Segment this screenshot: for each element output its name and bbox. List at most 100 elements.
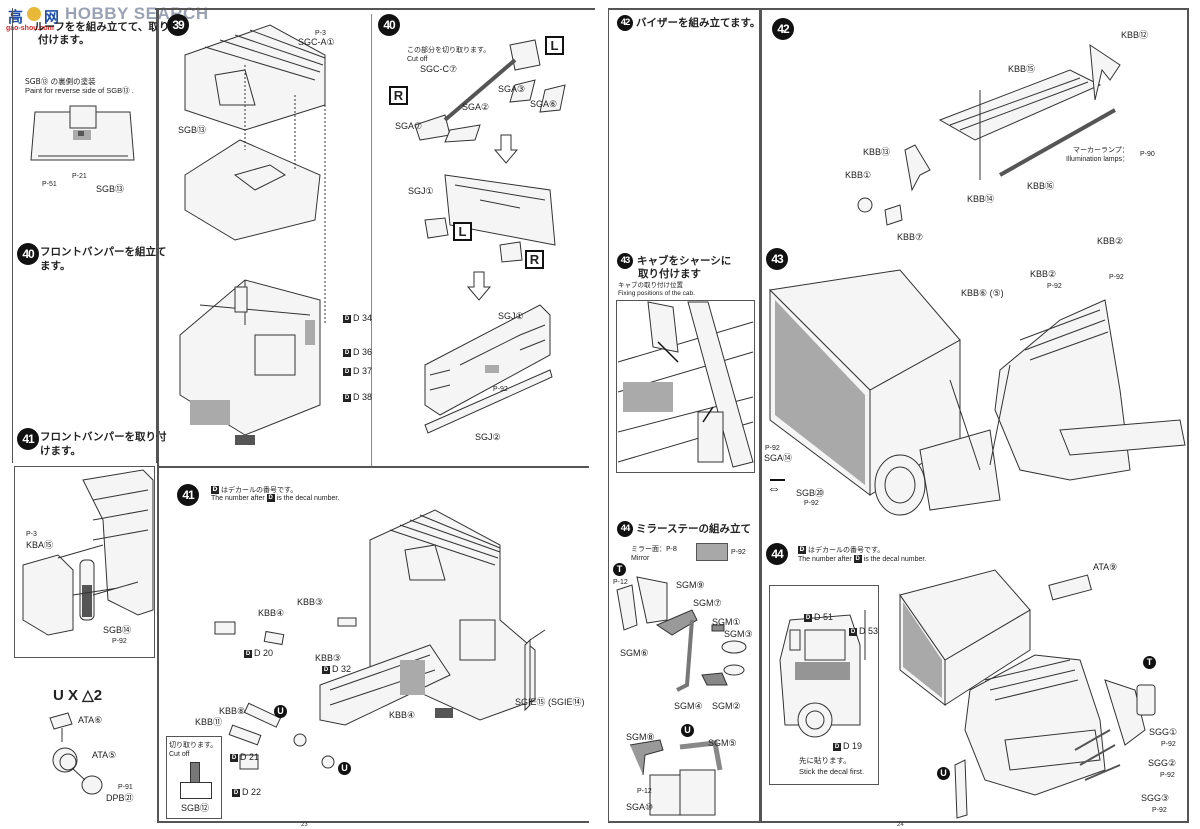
- cut-note-en: Cut off: [407, 56, 428, 63]
- right-edge-24: [1187, 8, 1189, 823]
- step-41-diagram-badge: 41: [177, 484, 199, 506]
- cutoff-box-en: Cut off: [169, 751, 190, 758]
- bottom-rule-24: [608, 821, 1188, 823]
- step-41-badge: 41: [17, 428, 39, 450]
- step-39-badge: 39: [167, 14, 189, 36]
- kbb15-label: KBB⑮: [1008, 64, 1036, 74]
- step-43-badge: 43: [617, 253, 633, 269]
- paint-callout-92: P-92: [112, 638, 127, 645]
- ata9-label: ATA⑨: [1093, 562, 1118, 572]
- step38-text-line2: 付けます。: [38, 34, 90, 46]
- kbb3-label-a: KBB③: [297, 597, 324, 607]
- step44-text: ミラーステーの組み立て: [636, 523, 751, 535]
- sgg3-paint: P-92: [1152, 807, 1167, 814]
- step43-sub-en: Fixing positions of the cab.: [618, 290, 695, 297]
- step-44-diagram-badge: 44: [766, 543, 788, 565]
- mirror-note-en: Mirror: [631, 555, 650, 562]
- marker-lamp-paint: P-90: [1140, 151, 1155, 158]
- marker-lamp-en: Illumination lamps：: [1066, 156, 1130, 163]
- step40-bumper-illustration: [424, 304, 553, 434]
- marker-lamp-jp: マーカーランプ：: [1073, 146, 1129, 154]
- step40-bumper-frame-illustration: [424, 174, 556, 263]
- mirror-stay-t-illustration: [616, 576, 747, 692]
- mid-rule: [157, 466, 589, 468]
- step43-text-line1: キャブをシャーシに: [637, 255, 732, 267]
- bumper-detail-illustration: [22, 469, 154, 636]
- step-42-badge: 42: [617, 15, 633, 31]
- sgb13-label: SGB⑬: [96, 184, 125, 194]
- u-mark-4: U: [937, 767, 950, 780]
- double-arrow-icon: ⇔: [767, 480, 781, 496]
- paint-callout-21: P-21: [72, 173, 87, 180]
- page-number-24: 24: [897, 822, 904, 828]
- t-mark-1: T: [613, 563, 626, 576]
- cutoff-tab: [190, 762, 200, 784]
- decal-inset-illustration: [779, 610, 866, 738]
- paint-callout-51: P-51: [42, 181, 57, 188]
- u-mark-2: U: [338, 762, 351, 775]
- watermark-logo-right: 网: [44, 9, 60, 26]
- sgb14-label: SGB⑭: [103, 625, 132, 635]
- step40-bracket-illustration: [414, 39, 566, 143]
- kbb2-paint-a: P-92: [1109, 274, 1124, 281]
- top-rule-24: [608, 8, 1188, 10]
- down-arrow-icon-2: [466, 271, 492, 301]
- antenna-marks: U X △2: [53, 687, 103, 704]
- step-44-badge: 44: [617, 521, 633, 537]
- chassis-detail-illustration: [617, 301, 754, 468]
- kbb2-label-b: KBB②: [1030, 269, 1057, 279]
- sga2-label: SGA②: [462, 102, 490, 112]
- sgm4-label: SGM④: [674, 701, 703, 711]
- sgb12-label: SGB⑫: [181, 803, 210, 813]
- mirror-paint-12-u: P-12: [637, 788, 652, 795]
- mirror-note-jp: ミラー面：P-8: [631, 545, 678, 553]
- kbb2-paint-b: P-92: [1047, 283, 1062, 290]
- mirror-stay-u-illustration: [629, 739, 723, 816]
- sgm5-label: SGM⑤: [708, 738, 737, 748]
- t-mark-2: T: [1143, 656, 1156, 669]
- step41-text-line1: フロントバンパーを取り付: [40, 431, 167, 443]
- kba15-label: KBA⑮: [26, 540, 54, 550]
- sgj1-label-b: SGJ①: [498, 311, 524, 321]
- step39-cab-illustration: [179, 24, 326, 445]
- ata5-label: ATA⑤: [92, 750, 117, 760]
- step40-text-line2: ます。: [40, 260, 71, 272]
- kbb6-label: KBB⑥ (⑤): [961, 288, 1004, 298]
- ata6-label: ATA⑥: [78, 715, 103, 725]
- column-divider-2: [371, 14, 372, 466]
- kbb3-label-b: KBB③: [315, 653, 342, 663]
- cut-note-jp: この部分を切り取ります。: [407, 46, 491, 54]
- sgie15-label: SGIE⑮ (SGIE⑭): [515, 697, 585, 707]
- kbb7-label: KBB⑦: [897, 232, 924, 242]
- decal-inset-box: [769, 585, 879, 785]
- column-divider-1: [157, 8, 159, 823]
- sga3-label: SGA③: [498, 84, 526, 94]
- sgg3-label: SGG③: [1141, 793, 1170, 803]
- paint-callout-3: P-3: [26, 531, 37, 538]
- paint-note-jp: SGB⑬ の裏側の塗装: [25, 77, 96, 86]
- down-arrow-icon: [493, 134, 519, 164]
- watermark-url: gao-shou.com: [6, 25, 54, 32]
- step42-text: バイザーを組み立てます。: [636, 17, 761, 29]
- cutoff-box-jp: 切り取ります。: [169, 741, 218, 749]
- step-40-diagram-badge: 40: [378, 14, 400, 36]
- sga14-label: SGA⑭: [764, 453, 793, 463]
- kbb12-label: KBB⑫: [1121, 30, 1149, 40]
- u-mark-1: U: [274, 705, 287, 718]
- inset-note-en: Stick the decal first.: [799, 767, 865, 776]
- sgb20-paint: P-92: [804, 500, 819, 507]
- sgj2-label: SGJ②: [475, 432, 501, 442]
- kbb11-label: KBB⑪: [195, 717, 223, 727]
- kbb16-label: KBB⑯: [1027, 181, 1055, 191]
- left-side-mark-2: L: [453, 222, 472, 241]
